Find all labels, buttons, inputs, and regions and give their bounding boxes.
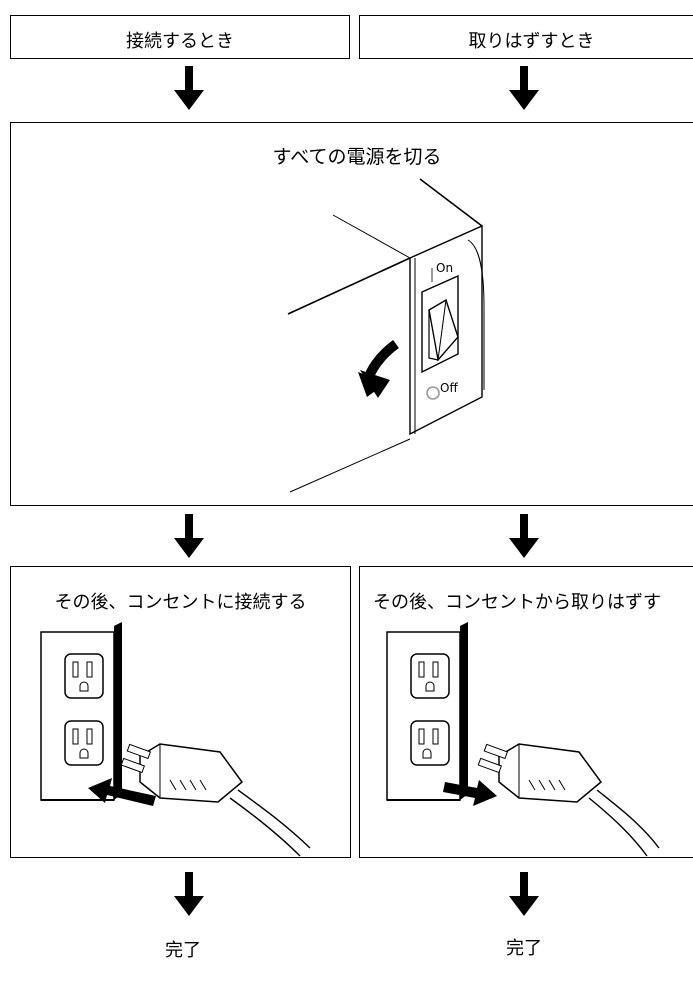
down-arrow-icon bbox=[509, 514, 539, 558]
on-indicator-icon bbox=[431, 268, 433, 282]
insert-arrow-icon bbox=[88, 778, 156, 806]
switch-on-label: On bbox=[436, 261, 454, 275]
connect-header-label: 接続するとき bbox=[126, 31, 234, 52]
down-arrow-icon bbox=[174, 66, 204, 110]
done-label-right: 完了 bbox=[506, 938, 542, 959]
done-label-left: 完了 bbox=[165, 940, 201, 961]
power-off-step-title: すべての電源を切る bbox=[272, 146, 442, 168]
disconnect-header-label: 取りはずすとき bbox=[468, 31, 595, 52]
disconnect-header-box: 取りはずすとき bbox=[359, 15, 693, 59]
down-arrow-icon bbox=[174, 872, 204, 916]
plug-insert-illustration bbox=[40, 622, 311, 857]
switch-off-label: Off bbox=[440, 381, 458, 395]
remove-arrow-icon bbox=[443, 780, 497, 806]
connect-header-box: 接続するとき bbox=[10, 15, 350, 59]
down-arrow-icon bbox=[509, 872, 539, 916]
power-off-step-box: すべての電源を切る bbox=[10, 122, 693, 506]
plug-remove-illustration bbox=[386, 622, 660, 857]
disconnect-outlet-step-title: その後、コンセントから取りはずす bbox=[373, 592, 661, 613]
connect-outlet-step-title: その後、コンセントに接続する bbox=[54, 592, 307, 613]
device-power-switch-illustration bbox=[287, 178, 485, 493]
curved-arrow-icon bbox=[358, 342, 395, 397]
down-arrow-icon bbox=[509, 66, 539, 110]
off-indicator-icon bbox=[426, 386, 440, 400]
down-arrow-icon bbox=[174, 514, 204, 558]
